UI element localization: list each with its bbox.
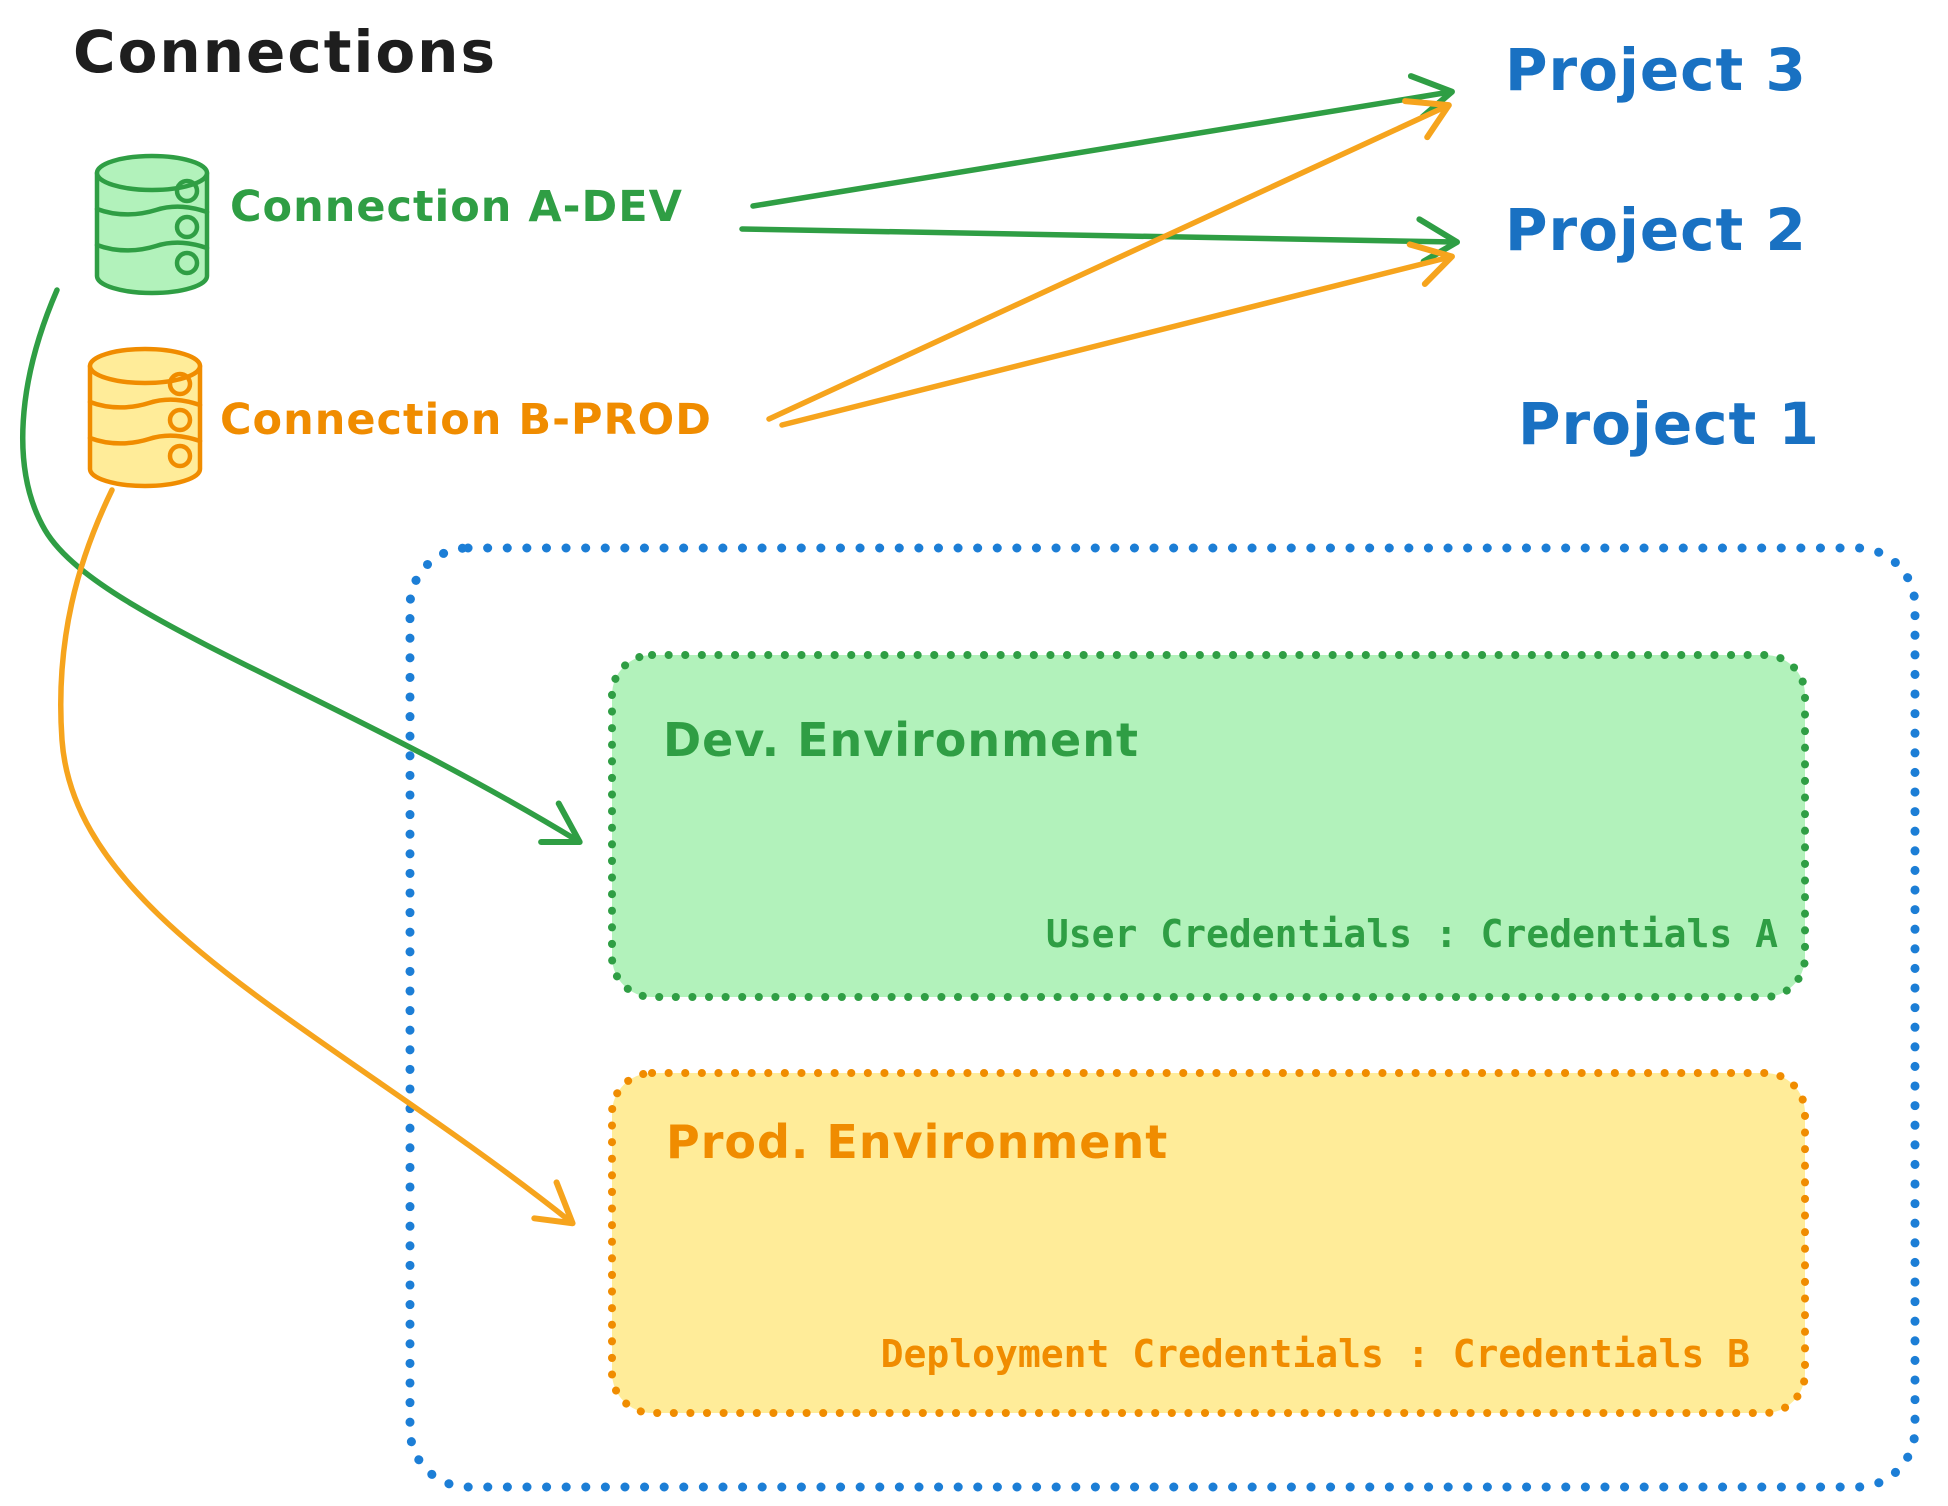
dev-environment-box	[608, 651, 1809, 1001]
arrow-b-prod-to-prod-environment	[57, 487, 576, 1227]
arrow-a-dev-to-project-2	[739, 216, 1460, 265]
arrow-b-prod-to-project-3	[766, 98, 1452, 422]
project-3-label: Project 3	[1505, 36, 1807, 104]
arrow-b-prod-to-project-2	[779, 241, 1455, 428]
connection-a-dev-label: Connection A-DEV	[230, 182, 683, 232]
database-icon-b-prod	[87, 346, 203, 489]
project-1-label: Project 1	[1518, 390, 1820, 458]
dev-environment-credentials-text: User Credentials : Credentials A	[1045, 912, 1778, 956]
connection-b-prod-label: Connection B-PROD	[220, 395, 712, 445]
arrow-a-dev-to-project-3	[750, 73, 1455, 209]
arrow-a-dev-to-dev-environment	[20, 287, 583, 846]
diagram-title: Connections	[73, 18, 497, 86]
prod-environment-label: Prod. Environment	[666, 1115, 1169, 1169]
prod-environment-box	[608, 1069, 1809, 1417]
dev-environment-label: Dev. Environment	[663, 713, 1139, 767]
prod-environment-credentials-text: Deployment Credentials : Credentials B	[880, 1332, 1750, 1376]
project-2-label: Project 2	[1505, 196, 1807, 264]
database-icon-a-dev	[94, 153, 210, 296]
